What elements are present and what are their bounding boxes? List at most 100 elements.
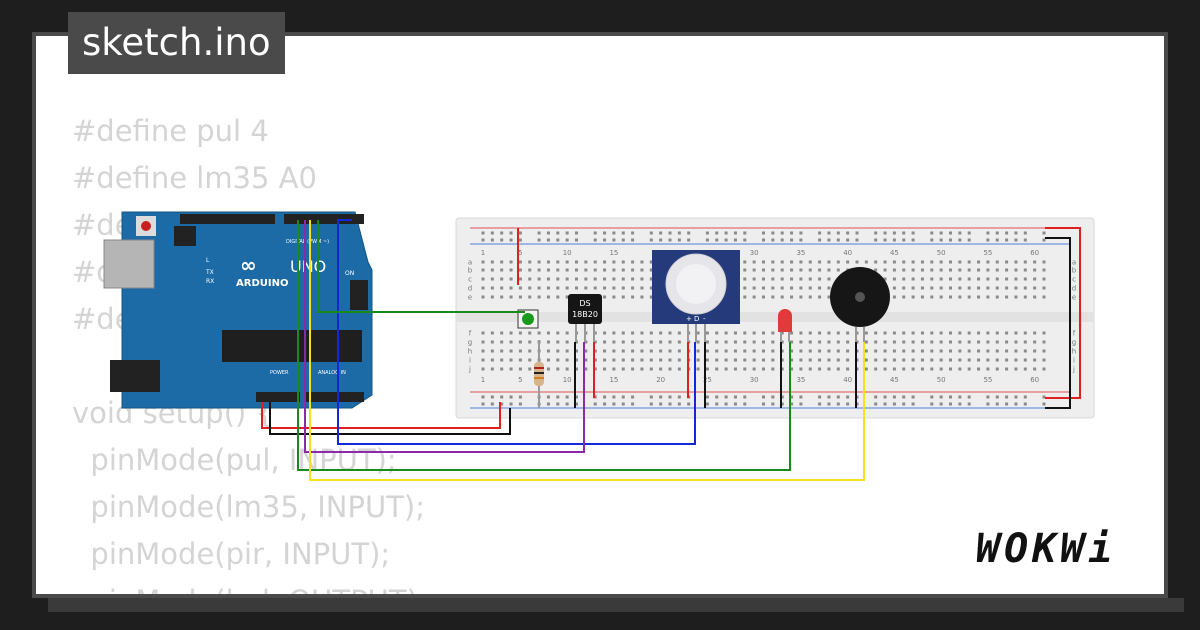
buzzer[interactable] [830,267,890,342]
breadboard-hole [649,260,653,264]
breadboard-rail-hole [724,231,728,235]
breadboard-hole [584,268,588,272]
breadboard-hole [780,367,784,371]
breadboard-hole [1005,331,1009,335]
breadboard-rail-hole [1042,231,1046,235]
breadboard-hole [818,349,822,353]
breadboard-rail-hole [659,231,663,235]
breadboard-hole [490,268,494,272]
breadboard-hole [958,358,962,362]
breadboard-hole [752,349,756,353]
breadboard-hole [818,268,822,272]
breadboard-hole [902,331,906,335]
card-shadow [48,598,1184,612]
breadboard-hole [1023,358,1027,362]
breadboard-hole [808,358,812,362]
breadboard-rail-hole [995,395,999,399]
sensor-label-line2: 18B20 [572,310,598,319]
breadboard-rail-hole [771,231,775,235]
pir-motion-sensor[interactable]: + D - [652,250,740,342]
push-button[interactable] [517,309,539,329]
breadboard-hole [631,295,635,299]
breadboard-hole [874,260,878,264]
breadboard-rail-hole [593,395,597,399]
breadboard-hole [556,260,560,264]
breadboard-hole [752,340,756,344]
breadboard-hole [799,340,803,344]
breadboard-rail-hole [930,395,934,399]
wire-black-rail [1045,237,1071,409]
breadboard-rail-hole [949,238,952,242]
breadboard-hole [537,331,541,335]
breadboard-rail-hole [565,395,569,399]
breadboard-hole [677,340,681,344]
breadboard-hole [649,277,653,281]
breadboard-hole [733,358,737,362]
arduino-uno-board[interactable]: ∞ ARDUINO UNO DIGITAL (PWM ~) POWER ANAL… [103,211,373,409]
breadboard-hole [612,260,616,264]
rx-label: RX [206,278,214,285]
breadboard-rail-hole [575,231,578,235]
breadboard-hole [509,277,513,281]
digital-label: DIGITAL (PWM ~) [286,239,329,245]
breadboard-row-letter: j [1072,366,1075,374]
ds18b20-temperature-sensor[interactable]: DS 18B20 [568,294,602,342]
breadboard-hole [892,286,896,290]
breadboard-column-number: 45 [890,376,899,384]
sketch-filename-tab[interactable]: sketch.ino [68,12,285,74]
breadboard-row-letter: a [468,259,472,267]
breadboard-hole [565,340,569,344]
breadboard-hole [490,277,494,281]
breadboard-hole [967,349,971,353]
breadboard-hole [575,358,578,362]
breadboard-hole [612,331,616,335]
wire-green-button [317,220,525,313]
breadboard-hole [575,367,578,371]
breadboard-hole [500,260,504,264]
breadboard-hole [509,349,513,353]
breadboard-rail-hole [537,238,541,242]
breadboard-hole [537,277,541,281]
breadboard-rail-hole [631,231,635,235]
breadboard-hole [612,286,616,290]
breadboard-hole [883,367,887,371]
breadboard-rail-hole [500,231,504,235]
breadboard-rail-hole [575,395,578,399]
breadboard-rail-hole [743,238,747,242]
breadboard-rail-hole [743,402,747,406]
breadboard-hole [958,260,962,264]
breadboard-hole [481,331,485,335]
breadboard-hole [939,358,943,362]
breadboard-rail-hole [827,402,831,406]
breadboard-hole [864,260,868,264]
breadboard-rail-hole [546,238,550,242]
breadboard-hole [771,349,775,353]
breadboard-hole [621,260,625,264]
breadboard-hole [920,286,924,290]
breadboard-hole [874,331,878,335]
wokwi-logo[interactable]: WOKWi [976,526,1117,572]
breadboard-rail-hole [827,238,831,242]
breadboard-rail-hole [1005,402,1009,406]
breadboard-hole [892,367,896,371]
breadboard-hole [827,367,831,371]
breadboard-rail-hole [790,402,794,406]
breadboard-hole [977,277,981,281]
breadboard-rail-hole [855,231,859,235]
digital-header-2 [180,214,275,224]
red-led[interactable] [778,309,792,342]
breadboard-hole [546,367,550,371]
breadboard-hole [986,295,990,299]
breadboard-hole [724,349,728,353]
breadboard-hole [827,286,831,290]
breadboard-row-letter: e [468,294,472,302]
breadboard-rail-hole [874,402,878,406]
breadboard-hole [518,340,522,344]
breadboard-hole [1042,349,1046,353]
breadboard-column-number: 55 [983,376,992,384]
breadboard-hole [659,358,663,362]
breadboard-column-number: 40 [843,376,852,384]
wires [261,219,1081,481]
breadboard-hole [949,349,952,353]
